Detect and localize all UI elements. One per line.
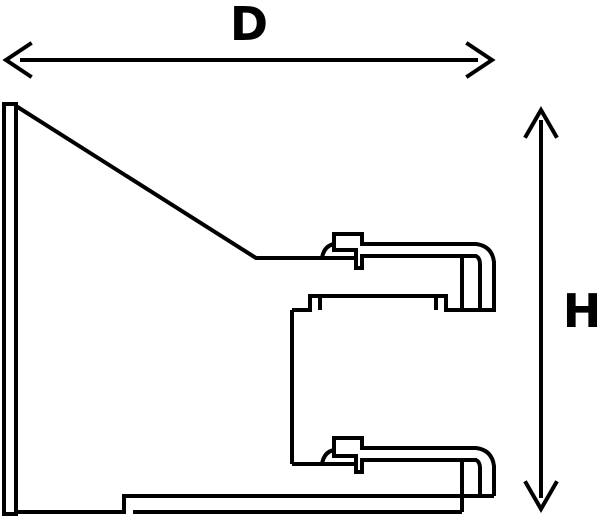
bracket-profile <box>2 102 496 516</box>
upper-clip-inner <box>332 244 482 310</box>
upper-rail <box>292 256 464 312</box>
sloped-top-edge <box>14 104 322 260</box>
height-arrowhead-bottom <box>523 480 559 514</box>
lower-clip <box>292 436 496 496</box>
depth-arrowhead-right <box>465 41 496 79</box>
depth-dimension: D <box>2 0 496 79</box>
height-arrowhead-top <box>523 105 559 139</box>
lower-clip-inner <box>332 450 482 496</box>
height-dimension: H <box>523 105 600 514</box>
height-label: H <box>563 284 600 338</box>
upper-clip-hook <box>320 232 496 312</box>
base-plate <box>16 494 494 514</box>
depth-arrowhead-left <box>2 41 33 79</box>
back-plate <box>2 102 18 516</box>
depth-label: D <box>230 0 268 51</box>
upper-clip <box>292 232 496 312</box>
lower-clip-hook <box>292 436 496 496</box>
